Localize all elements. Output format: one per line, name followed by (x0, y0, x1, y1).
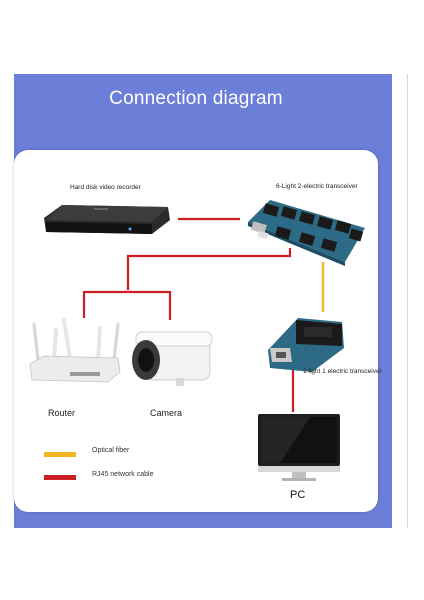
dvr-label: Hard disk video recorder (70, 184, 141, 191)
six-port-transceiver-icon (248, 200, 365, 266)
router-icon (29, 318, 121, 383)
rj45-cables (82, 217, 295, 412)
transceiver6-label: 6-Light 2-electric transceiver (276, 183, 358, 190)
camera-icon (132, 331, 213, 386)
legend-fiber-swatch (44, 452, 76, 457)
legend-rj45-swatch (44, 475, 76, 480)
cable-transceiver-branch (126, 248, 292, 290)
diagram-title: Connection diagram (109, 88, 283, 109)
single-port-transceiver-icon (268, 318, 344, 372)
camera-label: Camera (150, 408, 183, 418)
dvr-device-icon (44, 205, 170, 234)
router-label: Router (48, 408, 76, 418)
legend-fiber-label: Optical fiber (92, 447, 130, 454)
pc-label: PC (290, 489, 306, 501)
transceiver1-label: 1 light 1 electric transceiver (303, 368, 382, 375)
pc-monitor-icon (258, 414, 340, 481)
page-edge-divider (407, 74, 408, 528)
legend-rj45-label: RJ45 network cable (92, 471, 154, 478)
cable-router-camera (82, 290, 172, 320)
